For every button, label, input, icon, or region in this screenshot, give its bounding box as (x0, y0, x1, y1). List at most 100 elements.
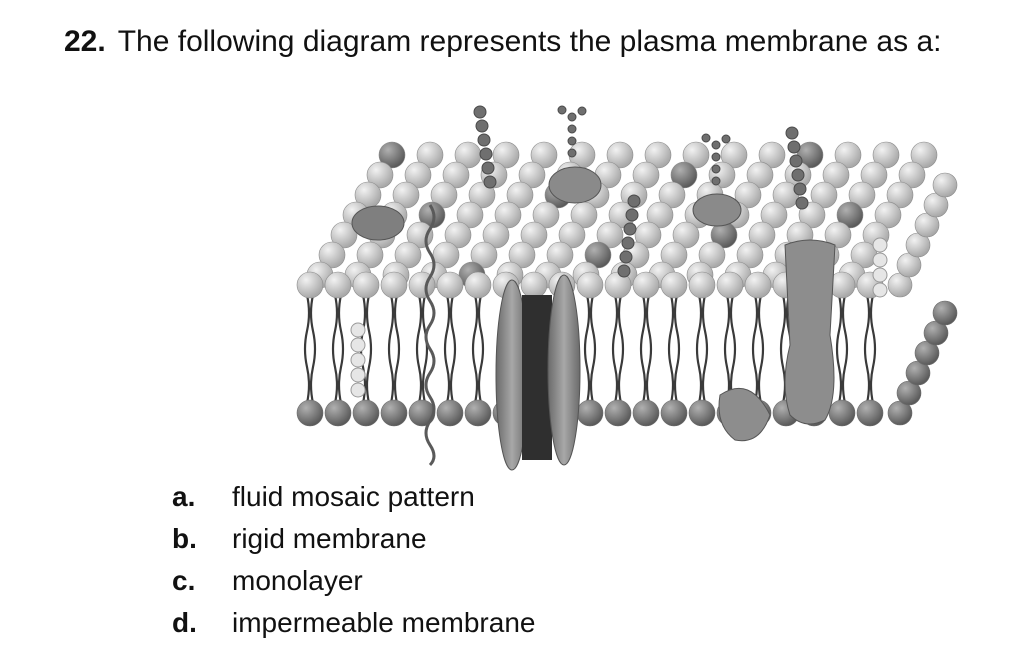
phospholipid-head (828, 399, 856, 427)
phospholipid-head (682, 141, 710, 169)
phospholipid-head (810, 181, 838, 209)
question-prompt: The following diagram represents the pla… (117, 25, 942, 58)
fatty-acid-tail (415, 294, 423, 404)
phospholipid-head (596, 221, 624, 249)
fatty-acid-tail (331, 294, 339, 404)
phospholipid-head (352, 271, 380, 299)
fatty-acid-tail (695, 294, 703, 404)
fatty-acid-tail (387, 294, 395, 404)
phospholipid-head (352, 399, 380, 427)
phospholipid-head (520, 221, 548, 249)
phospholipid-head (760, 201, 788, 229)
phospholipid-head (606, 141, 634, 169)
carbohydrate-chain-3 (617, 194, 641, 278)
fatty-acid-tail (449, 294, 457, 404)
phospholipid-head (688, 271, 716, 299)
phospholipid-head (798, 201, 826, 229)
fatty-acid-tail (477, 294, 485, 404)
answer-option-d[interactable]: d. impermeable membrane (172, 602, 535, 644)
fatty-acid-tail (701, 294, 709, 404)
answer-letter: d. (172, 607, 197, 638)
phospholipid-head (324, 399, 352, 427)
fatty-acid-tail (835, 294, 843, 404)
phospholipid-head (646, 201, 674, 229)
phospholipid-head (836, 201, 864, 229)
carbohydrate-branch-1 (557, 105, 587, 158)
fatty-acid-tail (309, 294, 317, 404)
phospholipid-head (716, 271, 744, 299)
fatty-acid-tail (617, 294, 625, 404)
phospholipid-head (380, 399, 408, 427)
phospholipid-head (392, 181, 420, 209)
fatty-acid-tail (471, 294, 479, 404)
phospholipid-head (492, 141, 520, 169)
answer-option-c[interactable]: c. monolayer (172, 560, 535, 602)
phospholipid-head (856, 399, 884, 427)
phospholipid-head (644, 141, 672, 169)
phospholipid-head (660, 399, 688, 427)
plasma-membrane-diagram (280, 95, 960, 480)
phospholipid-head (394, 241, 422, 269)
surface-protein-3 (351, 205, 405, 241)
phospholipid-head (748, 221, 776, 249)
phospholipid-head (432, 241, 460, 269)
surface-protein-1 (548, 166, 602, 204)
alpha-helix-protein (424, 204, 436, 467)
phospholipid-head (834, 141, 862, 169)
fatty-acid-tail (421, 294, 429, 404)
phospholipid-head (632, 399, 660, 427)
answer-text: monolayer (232, 565, 363, 596)
fatty-acid-tail (365, 294, 373, 404)
phospholipid-head (470, 241, 498, 269)
phospholipid-head (558, 221, 586, 249)
phospholipid-head (576, 399, 604, 427)
phospholipid-head (632, 271, 660, 299)
fatty-acid-tail (639, 294, 647, 404)
answer-text: rigid membrane (232, 523, 427, 554)
phospholipid-head (848, 181, 876, 209)
phospholipid-head (546, 241, 574, 269)
phospholipid-head (468, 181, 496, 209)
phospholipid-head (416, 141, 444, 169)
phospholipid-head (822, 161, 850, 189)
answer-option-b[interactable]: b. rigid membrane (172, 518, 535, 560)
phospholipid-head (576, 271, 604, 299)
carbohydrate-chain-2 (785, 126, 809, 210)
answer-option-a[interactable]: a. fluid mosaic pattern (172, 476, 535, 518)
phospholipid-head (324, 271, 352, 299)
fatty-acid-tail (645, 294, 653, 404)
fatty-acid-tail (337, 294, 345, 404)
phospholipid-head (670, 161, 698, 189)
fatty-acid-tail (779, 294, 787, 404)
phospholipid-head (886, 181, 914, 209)
fatty-acid-tail (863, 294, 871, 404)
phospholipid-head (318, 241, 346, 269)
phospholipid-head (734, 181, 762, 209)
phospholipid-head (506, 181, 534, 209)
phospholipid-head (698, 241, 726, 269)
phospholipid-head (404, 161, 432, 189)
phospholipid-head (456, 201, 484, 229)
phospholipid-head (532, 201, 560, 229)
phospholipid-head (932, 172, 958, 198)
phospholipid-head (634, 221, 662, 249)
phospholipid-head (378, 141, 406, 169)
answer-letter: c. (172, 565, 196, 596)
fatty-acid-tail (583, 294, 591, 404)
phospholipid-head (436, 271, 464, 299)
phospholipid-head (520, 271, 548, 299)
phospholipid-head (758, 141, 786, 169)
phospholipid-head (824, 221, 852, 249)
answer-text: fluid mosaic pattern (232, 481, 475, 512)
answer-letter: b. (172, 523, 197, 554)
phospholipid-head (464, 399, 492, 427)
fatty-acid-tail (751, 294, 759, 404)
phospholipid-head (874, 201, 902, 229)
cholesterol-left (350, 322, 366, 398)
phospholipid-head (508, 241, 536, 269)
phospholipid-head (464, 271, 492, 299)
phospholipid-head (660, 271, 688, 299)
phospholipid-head (436, 399, 464, 427)
phospholipid-head (296, 399, 324, 427)
fatty-acid-tail (303, 294, 311, 404)
